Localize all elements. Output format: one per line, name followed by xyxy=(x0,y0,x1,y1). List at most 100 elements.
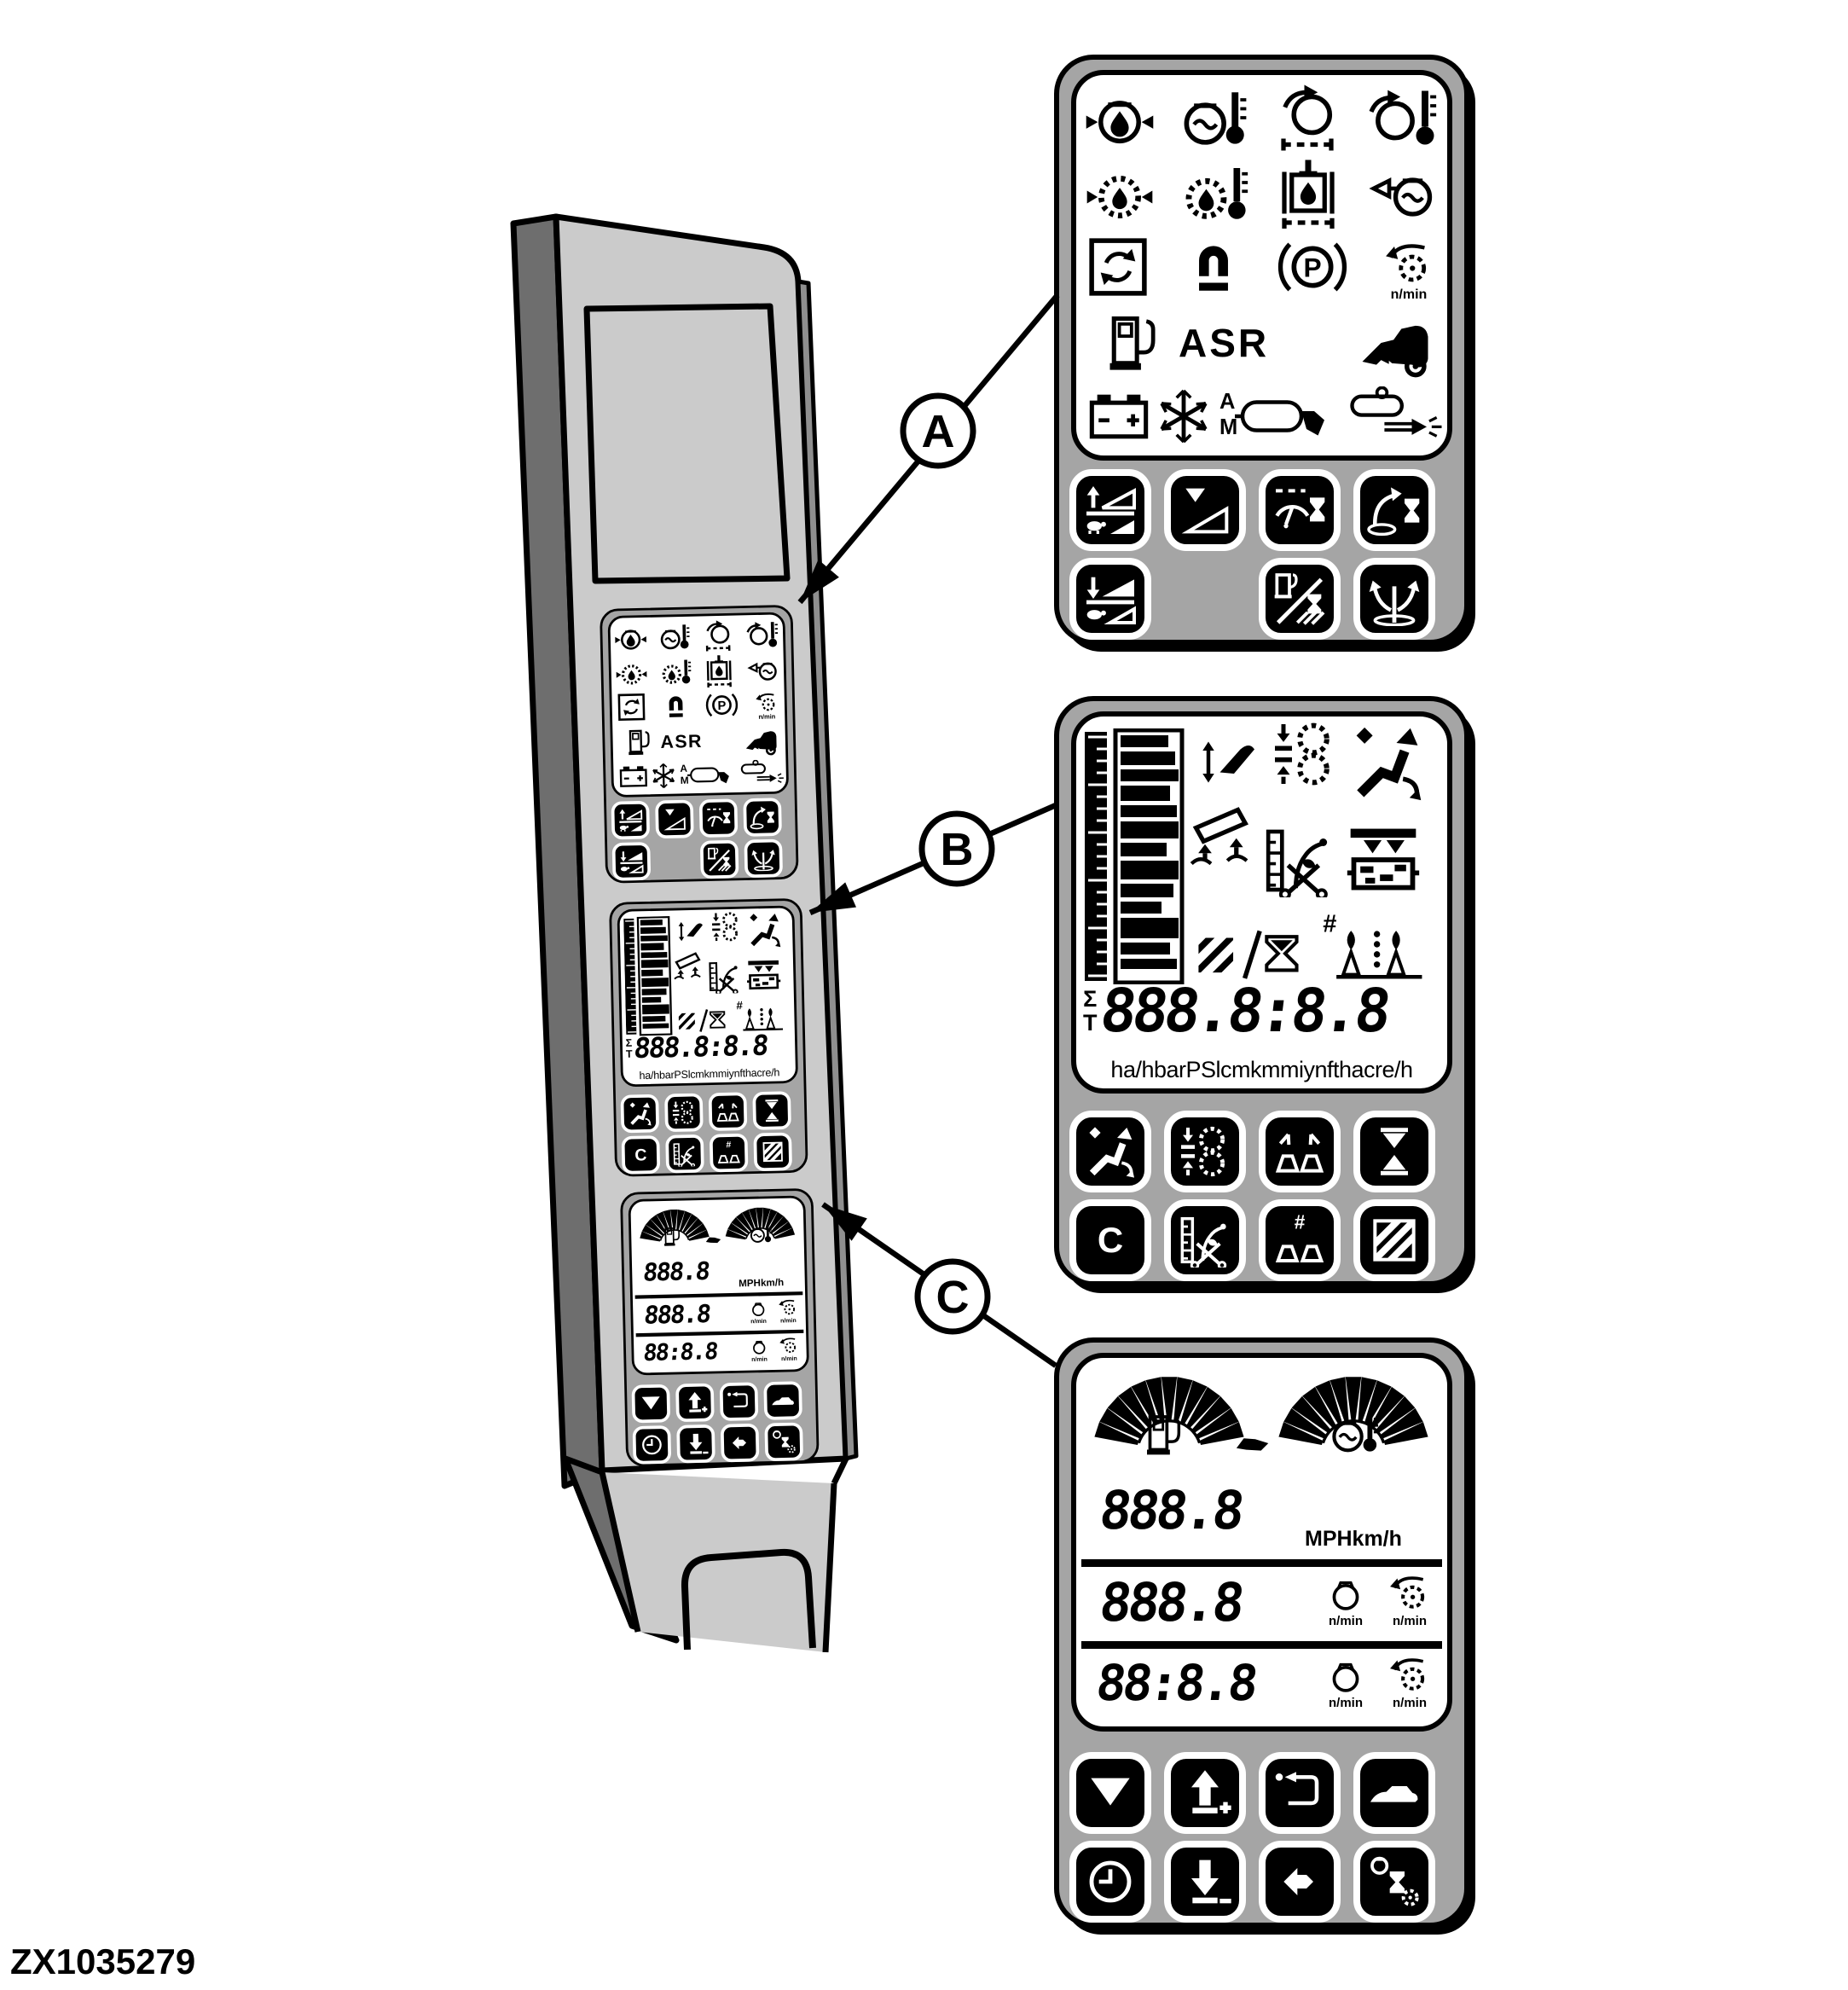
spout-rotation-interval-button xyxy=(743,798,782,837)
ground-speed-preset-button xyxy=(1164,469,1246,551)
clock-button xyxy=(632,1425,672,1465)
air-recirculation-icon xyxy=(616,691,647,722)
detail-panel-c: 888.8 MPHkm/h 888.8 n/min n/min 88:8.8 n… xyxy=(1054,1337,1469,1928)
detail-panel-b: # Σ T 888.8:8.8 ha/hbarPSlcmkmmiynfthacr… xyxy=(1054,696,1469,1286)
rpm-unit-label: n/min xyxy=(1329,1614,1363,1628)
pto-speed-icon: n/min xyxy=(776,1295,800,1324)
rpm-digits: 888.8 xyxy=(642,1299,711,1330)
engine-oil-pressure-icon xyxy=(614,621,647,654)
engine-speed-icon: n/min xyxy=(1324,1653,1368,1709)
header-height-icon xyxy=(1201,730,1262,792)
rpm-unit-label: n/min xyxy=(758,713,776,721)
row-count-hash: # xyxy=(1323,910,1336,937)
parking-brake-icon: P xyxy=(1277,233,1348,301)
length-of-cut-button xyxy=(665,1134,704,1174)
panel-c-buttons-row-2 xyxy=(632,1422,804,1465)
engine-speed-icon: n/min xyxy=(1324,1571,1368,1627)
ground-speed-ramp-down-button xyxy=(611,842,652,881)
sigma-label: Σ xyxy=(1083,985,1098,1012)
console-lower-cutout xyxy=(681,1548,816,1651)
panel-b-buttons-row-2: C # xyxy=(621,1132,793,1175)
lcd-display-c: 888.8 MPHkm/h 888.8 n/min n/min 88:8.8 n… xyxy=(628,1195,809,1376)
lcd-display-b: # Σ T 888.8:8.8 ha/hbarPSlcmkmmiynfthacr… xyxy=(617,905,799,1088)
parking-brake-icon: P xyxy=(704,689,739,722)
hydraulic-oil-pressure-icon xyxy=(1085,159,1155,227)
lcd-display-b: # Σ T 888.8:8.8 ha/hbarPSlcmkmmiynfthacr… xyxy=(1071,711,1452,1094)
speed-unit-label: MPHkm/h xyxy=(739,1276,785,1290)
panel-b-buttons-row-1 xyxy=(620,1091,791,1134)
vehicle-icon xyxy=(705,1237,721,1244)
panel-b-units-scale: ha/hbarPSlcmkmmiynfthacre/h xyxy=(1110,1057,1413,1082)
speed-digits: 888.8 xyxy=(1096,1479,1245,1541)
telltale-row-1 xyxy=(614,618,779,654)
coolant-gauge-fan-icon xyxy=(725,1207,796,1242)
coolant-temperature-icon xyxy=(747,1221,773,1246)
scroll-down-button xyxy=(631,1384,671,1424)
clear-label: C xyxy=(634,1145,647,1164)
telltale-display: P n/min ASR A M xyxy=(1071,70,1452,461)
coolant-temperature-icon xyxy=(1175,82,1250,154)
engine-oil-pressure-icon xyxy=(1085,83,1155,153)
panel-b-buttons-row-2: C # xyxy=(1069,1199,1435,1281)
row-number-hash: # xyxy=(726,1140,731,1150)
enter-button xyxy=(720,1423,760,1463)
air-tank-auto-manual-icon: A M xyxy=(677,760,737,790)
panel-b-digits: 888.8:8.8 xyxy=(1096,976,1391,1046)
transmission-oil-temperature-icon xyxy=(744,618,779,652)
ground-speed-ramp-up-button xyxy=(611,800,651,840)
total-label: T xyxy=(625,1047,633,1060)
fuel-gauge-fan-icon xyxy=(1094,1377,1244,1448)
detail-panel-c: 888.8 MPHkm/h 888.8 n/min n/min 88:8.8 n… xyxy=(620,1187,820,1467)
total-label: T xyxy=(1083,1010,1098,1036)
air-tank-auto-manual-icon: A M xyxy=(1214,386,1342,447)
speed-unit-label: MPHkm/h xyxy=(1305,1527,1402,1551)
air-tank-a-letter: A xyxy=(680,763,687,775)
kernel-processor-icon xyxy=(745,956,783,994)
bar-graph-icon xyxy=(623,916,673,1036)
console-lower-face xyxy=(602,1472,834,1652)
engine-speed-icon: n/min xyxy=(748,1297,769,1325)
road-mode-button xyxy=(763,1381,802,1420)
area-button xyxy=(1353,1199,1435,1281)
panel-b-digit-row: Σ T 888.8:8.8 xyxy=(625,1029,768,1065)
row-count-icon: # xyxy=(736,999,784,1031)
clear-button: C xyxy=(621,1135,661,1175)
lower-decrease-button xyxy=(1164,1841,1246,1923)
bar-graph-icon xyxy=(1085,728,1185,984)
length-of-cut-button xyxy=(1164,1199,1246,1281)
sigma-total-labels: Σ T xyxy=(1083,985,1098,1036)
length-of-cut-icon xyxy=(707,959,742,994)
coolant-gauge-fan-icon xyxy=(1278,1377,1428,1448)
lower-decrease-button xyxy=(676,1424,715,1464)
panel-a-buttons-row-1 xyxy=(1069,469,1435,551)
rpm-unit-label: n/min xyxy=(779,1317,797,1325)
feed-roll-gap-button xyxy=(664,1093,704,1133)
sigma-label: Σ xyxy=(625,1036,633,1049)
row-number-button: # xyxy=(709,1133,749,1173)
harvester-icon xyxy=(1355,305,1435,380)
fuel-rate-per-area-button xyxy=(1259,558,1341,640)
spout-position-button xyxy=(1069,1111,1151,1192)
hydraulic-oil-level-icon xyxy=(1272,157,1344,229)
telltale-row-4: ASR xyxy=(617,722,782,760)
row-spacing-button xyxy=(708,1092,748,1132)
enter-button xyxy=(1259,1841,1341,1923)
hydraulic-oil-temperature-icon xyxy=(658,655,693,688)
fuel-rate-per-area-button xyxy=(699,839,739,879)
panel-b-digit-row: Σ T 888.8:8.8 xyxy=(1083,976,1391,1046)
panel-a-buttons-row-1 xyxy=(611,798,782,840)
asr-label: ASR xyxy=(660,730,704,752)
ground-speed-preset-button xyxy=(655,799,694,839)
air-conditioning-icon xyxy=(649,761,678,790)
hourglass-button xyxy=(1353,1111,1435,1192)
air-recirculation-icon xyxy=(1085,234,1151,300)
telltale-row-5: A M xyxy=(1085,384,1439,449)
panel-b-units-scale: ha/hbarPSlcmkmmiynfthacre/h xyxy=(639,1066,780,1082)
magnetic-clutch-icon xyxy=(1182,235,1245,299)
telltale-row-1 xyxy=(1085,82,1439,154)
fuel-pump-icon xyxy=(1141,1411,1189,1459)
feed-roll-gap-icon xyxy=(1271,720,1339,788)
magnetic-clutch-icon xyxy=(661,691,691,721)
row-count-hash: # xyxy=(736,999,743,1012)
raise-increase-button xyxy=(1164,1752,1246,1834)
